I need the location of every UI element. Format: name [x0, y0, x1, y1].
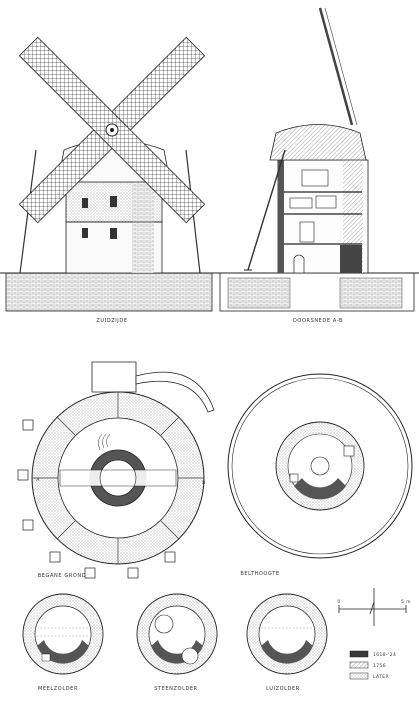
section-marker-b: B: [202, 480, 206, 486]
balcony-level-plan: BELTHOOGTE: [227, 373, 413, 577]
north-arrow: [369, 588, 375, 626]
ground-base: [5, 272, 213, 312]
label-ground-floor: BEGANE GROND: [38, 573, 86, 579]
legend: 1618-'24 1756 LATER: [349, 650, 396, 680]
label-steen: STEENZOLDER: [154, 686, 198, 692]
label-meel: MEELZOLDER: [38, 686, 78, 692]
legend-label-1618: 1618-'24: [373, 652, 396, 658]
luizolder-plan: LUIZOLDER: [246, 593, 328, 692]
legend-swatch-1756: [349, 661, 369, 669]
scale-bar: 0 5 m: [337, 599, 411, 613]
label-south-elevation: ZUIDZIJDE: [96, 318, 127, 324]
steenzolder-plan: STEENZOLDER: [136, 593, 218, 692]
legend-label-later: LATER: [373, 674, 389, 680]
legend-swatch-later: [349, 672, 369, 680]
scale-end: 5 m: [401, 599, 411, 605]
legend-label-1756: 1756: [373, 663, 386, 669]
window: [110, 196, 117, 207]
section-marker-a: A: [36, 477, 40, 483]
window: [82, 198, 88, 208]
window: [82, 228, 88, 238]
section-cap: [269, 124, 367, 161]
window: [110, 228, 117, 239]
scale-start: 0: [337, 599, 340, 605]
legend-swatch-1618: [349, 650, 369, 658]
ground-floor-plan: A B BEGANE GROND: [17, 361, 215, 579]
label-balcony-level: BELTHOOGTE: [240, 571, 279, 577]
meelzolder-plan: MEELZOLDER: [22, 593, 104, 692]
south-elevation: ZUIDZIJDE: [0, 36, 214, 324]
label-luizolder: LUIZOLDER: [266, 686, 300, 692]
section-view: DOORSNEDE A-B: [214, 7, 419, 324]
tower-brick: [132, 182, 154, 273]
label-section: DOORSNEDE A-B: [293, 318, 343, 324]
